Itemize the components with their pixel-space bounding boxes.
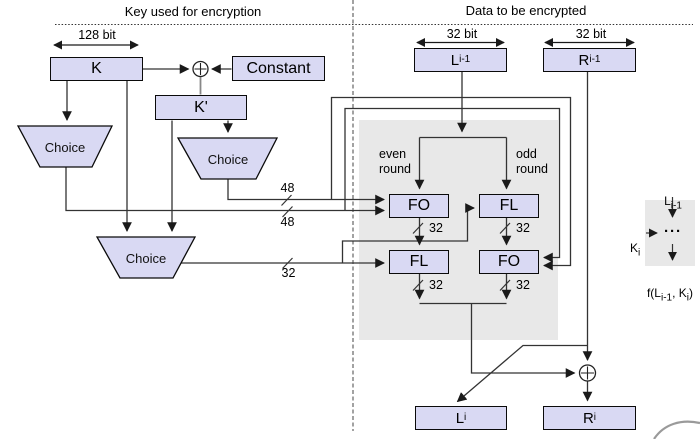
f-detail-dots: ··· — [664, 223, 682, 240]
f-detail-l-label: Li-1 — [664, 194, 682, 212]
box-k-prime: K' — [155, 95, 247, 120]
l-width-label: 32 bit — [446, 27, 478, 41]
f-detail-arrows — [646, 197, 677, 261]
f-detail-output-label: f(Li-1, Ki) — [646, 286, 694, 304]
bus-48-upper-label: 48 — [280, 181, 295, 195]
choice-trapezoids — [16, 125, 279, 279]
corner-arc-decoration — [653, 420, 700, 439]
f-detail-k-label: Ki — [630, 241, 641, 259]
bit-width-arrows — [53, 38, 635, 50]
bus-32-fl-even-label: 32 — [429, 278, 443, 292]
bus-32-fo-odd-label: 32 — [516, 278, 530, 292]
box-fl-even: FL — [389, 250, 449, 274]
box-fo-even: FO — [389, 194, 449, 218]
box-constant: Constant — [232, 56, 325, 81]
bus-48-lower-label: 48 — [280, 215, 295, 229]
key-section-header: Key used for encryption — [124, 4, 262, 19]
even-round-label: even round — [379, 147, 411, 176]
r-width-label: 32 bit — [575, 27, 607, 41]
box-fl-odd: FL — [479, 194, 539, 218]
data-path-wires — [414, 72, 593, 403]
xor-output-node — [578, 364, 597, 382]
key-width-label: 128 bit — [78, 28, 116, 42]
bus-32-fo-even-label: 32 — [429, 221, 443, 235]
xor-key-node — [192, 60, 209, 78]
box-k: K — [50, 57, 143, 81]
separator-lines — [55, 0, 693, 431]
choice-1-label: Choice — [44, 139, 86, 155]
data-section-header: Data to be encrypted — [465, 3, 587, 18]
choice-2-label: Choice — [207, 151, 249, 167]
odd-round-label: odd round — [516, 147, 548, 176]
box-fo-odd: FO — [479, 250, 539, 274]
choice-3-label: Choice — [125, 250, 167, 266]
bus-32-key-label: 32 — [281, 266, 296, 280]
bus-slash-marks — [281, 194, 511, 291]
bus-32-fl-odd-label: 32 — [516, 221, 530, 235]
key-schedule-wires — [62, 64, 572, 271]
